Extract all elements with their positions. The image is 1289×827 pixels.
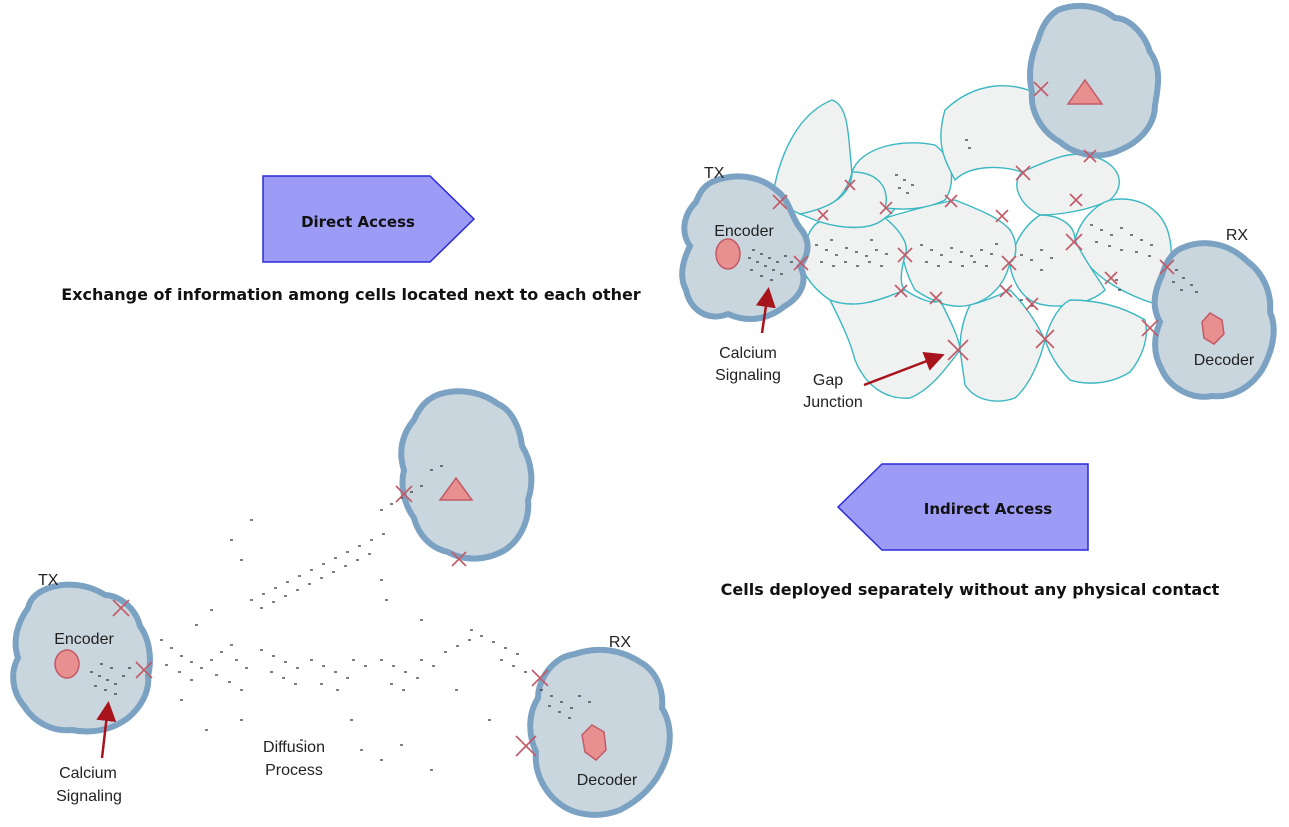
indirect-access-description: Cells deployed separately without any ph…: [721, 580, 1220, 599]
diffusion-diagram: TX Encoder RX Decoder Calcium Signaling …: [10, 388, 673, 818]
gap-tx-label: TX: [704, 165, 725, 182]
gap-junction-pointer-arrow: [863, 352, 945, 387]
direct-access-label: Direct Access: [301, 213, 415, 231]
gap-calcium-label: Calcium: [719, 345, 777, 362]
diffusion-calcium-label: Calcium: [59, 765, 117, 782]
diffusion-decoder-label: Decoder: [577, 772, 638, 789]
diffusion-signaling-label: Signaling: [56, 788, 122, 805]
indirect-access-arrow: Indirect Access: [836, 463, 1089, 551]
tissue-cell: [1044, 299, 1147, 384]
gap-rx-label: RX: [1226, 227, 1249, 244]
gap-decoder-label: Decoder: [1194, 352, 1255, 369]
tissue-cells: [771, 85, 1173, 402]
diffusion-encoder-label: Encoder: [54, 631, 114, 648]
gap-junction-markers: [772, 81, 1175, 361]
gap-junction-label-line2: Junction: [803, 394, 863, 411]
triangle-signal-icon: [1066, 78, 1104, 105]
gap-signaling-label: Signaling: [715, 367, 781, 384]
top-cell: [398, 388, 535, 562]
diffusion-tx-label: TX: [38, 572, 59, 589]
gap-junction-label-line1: Gap: [813, 372, 843, 389]
indirect-access-label: Indirect Access: [924, 500, 1052, 518]
top-cell: [1027, 2, 1162, 159]
direct-access-description: Exchange of information among cells loca…: [61, 285, 641, 304]
gap-encoder-label: Encoder: [714, 223, 774, 240]
triangle-signal-icon: [438, 476, 474, 501]
gap-junction-diagram: TX Encoder RX Decoder Calcium Signaling …: [679, 2, 1277, 411]
decoder-hexagon-icon: [1201, 312, 1225, 345]
decoder-hexagon-icon: [581, 724, 607, 761]
direct-access-arrow: Direct Access: [262, 175, 476, 263]
calcium-pointer-arrow: [96, 701, 117, 759]
diffusion-rx-label: RX: [609, 634, 632, 651]
encoder-nucleus-icon: [54, 649, 80, 679]
tissue-cell: [959, 289, 1046, 402]
tx-cell: [10, 581, 153, 735]
diffusion-process-label-line1: Diffusion: [263, 739, 325, 756]
diffusion-dots: [90, 465, 591, 771]
calcium-pointer-arrow: [755, 287, 776, 334]
encoder-nucleus-icon: [715, 238, 741, 270]
tx-cell: [679, 173, 811, 323]
tissue-cell: [799, 217, 907, 305]
calcium-dots: [748, 139, 1198, 307]
tissue-cell: [828, 289, 961, 399]
diffusion-junction-markers: [112, 485, 549, 757]
diffusion-process-label-line2: Process: [265, 762, 323, 779]
